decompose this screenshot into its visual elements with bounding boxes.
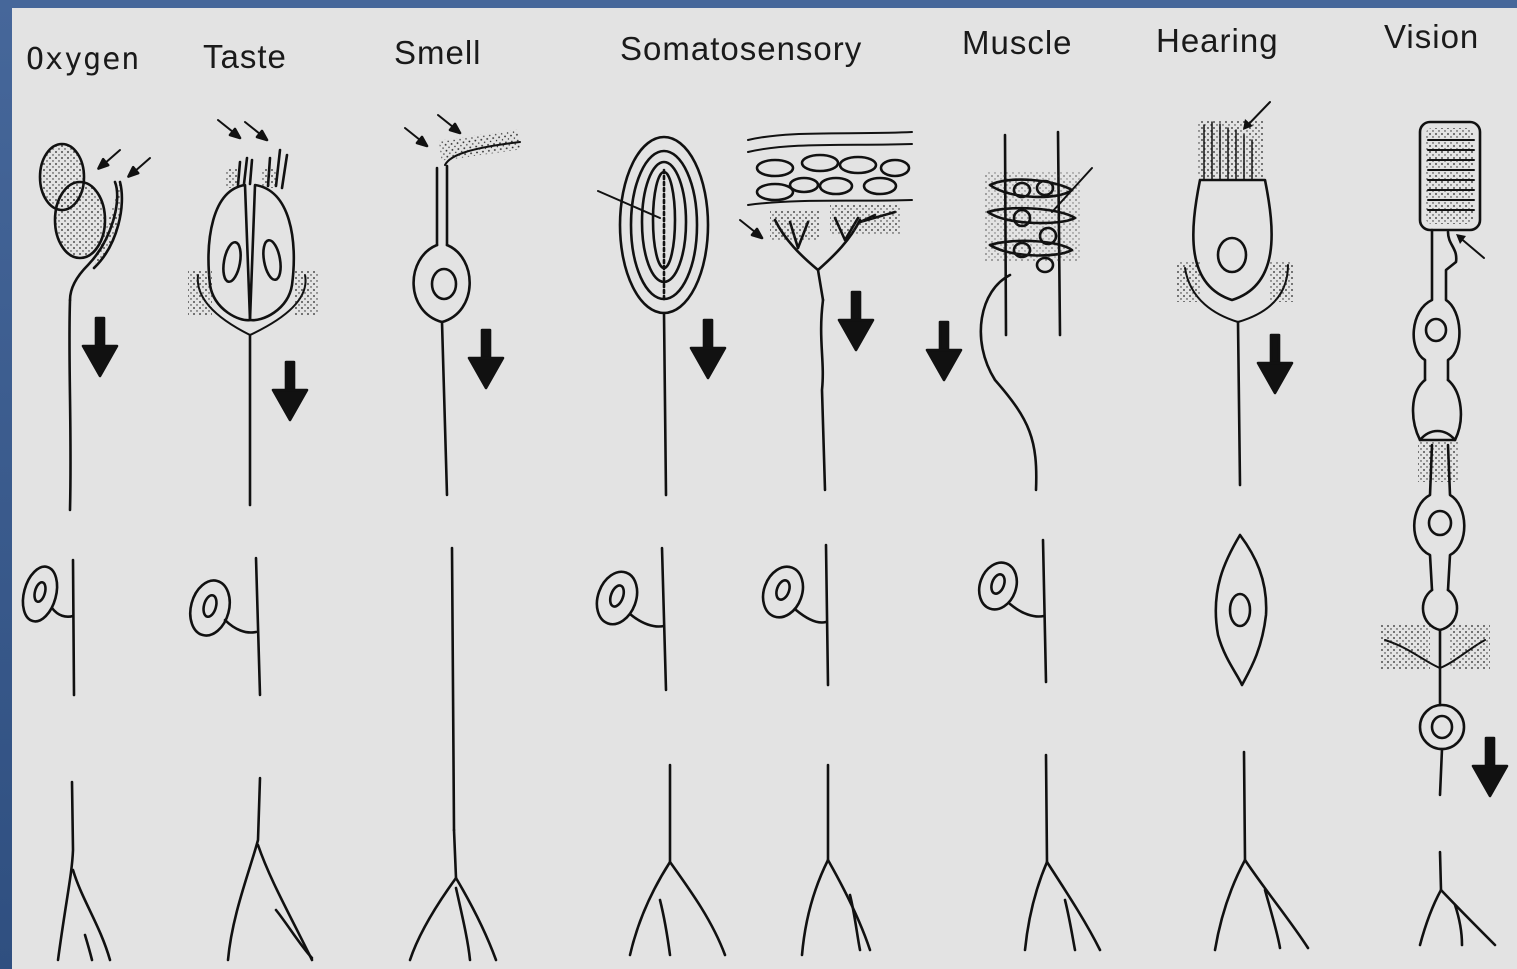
somatosensory-free-ending-receptor xyxy=(740,132,961,955)
taste-receptor xyxy=(184,120,319,960)
vision-photoreceptor-chain xyxy=(1380,122,1507,945)
hearing-hair-cell-receptor xyxy=(1176,102,1308,950)
oxygen-receptor xyxy=(17,144,150,960)
smell-receptor xyxy=(405,115,521,960)
muscle-spindle-receptor xyxy=(973,132,1100,950)
somatosensory-pacinian-receptor xyxy=(590,137,725,955)
